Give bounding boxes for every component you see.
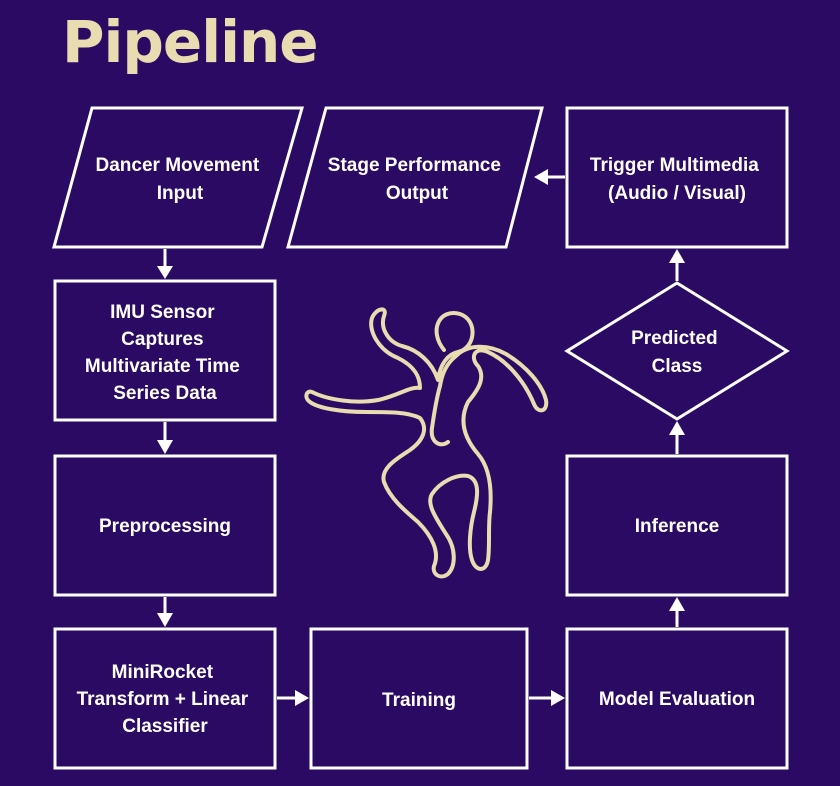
edge-inference-to-predicted xyxy=(669,421,685,454)
node-preprocessing: Preprocessing xyxy=(53,454,277,597)
arrow-head-icon xyxy=(669,249,685,263)
predicted-line-1: Class xyxy=(652,356,703,377)
stage_output-label: Stage Performance Output xyxy=(328,155,506,204)
arrow-head-icon xyxy=(669,421,685,435)
imu-line-1: Captures xyxy=(121,329,203,350)
stage_output-line-0: Stage Performance xyxy=(328,155,501,176)
edge-evaluation-to-inference xyxy=(669,597,685,627)
arrow-head-icon xyxy=(157,613,173,627)
training-shape xyxy=(309,627,529,770)
minirocket-line-2: Classifier xyxy=(122,716,208,737)
training-line-0: Training xyxy=(382,690,456,711)
dancer-figure-icon xyxy=(304,307,549,579)
predicted-label: Predicted Class xyxy=(631,328,723,377)
node-trigger: Trigger Multimedia (Audio / Visual) xyxy=(565,106,789,249)
node-training: Training xyxy=(309,627,529,770)
minirocket-line-1: Transform + Linear xyxy=(77,689,249,710)
stage_output-line-1: Output xyxy=(386,183,449,204)
node-evaluation: Model Evaluation xyxy=(565,627,789,770)
node-predicted: Predicted Class xyxy=(564,281,790,421)
preprocessing-line-0: Preprocessing xyxy=(99,516,231,537)
arrow-head-icon xyxy=(157,440,173,454)
predicted-shape xyxy=(564,281,790,421)
dancer_input-line-1: Input xyxy=(157,183,204,204)
imu-label: IMU Sensor Captures Multivariate Time Se… xyxy=(85,302,245,404)
edge-training-to-evaluation xyxy=(529,690,565,706)
node-dancer_input: Dancer Movement Input xyxy=(52,106,304,249)
dancer_input-line-0: Dancer Movement xyxy=(96,155,260,176)
trigger-label: Trigger Multimedia (Audio / Visual) xyxy=(590,155,764,204)
dancer_input-shape xyxy=(52,106,304,249)
predicted-line-0: Predicted xyxy=(631,328,718,349)
dancer_input-label: Dancer Movement Input xyxy=(96,155,265,204)
node-minirocket: MiniRocket Transform + Linear Classifier xyxy=(53,627,277,770)
inference-shape xyxy=(565,454,789,597)
arrow-head-icon xyxy=(551,690,565,706)
node-stage_output: Stage Performance Output xyxy=(286,106,544,249)
imu-line-2: Multivariate Time xyxy=(85,356,240,377)
training-label: Training xyxy=(382,690,456,711)
edge-minirocket-to-training xyxy=(277,690,309,706)
arrow-head-icon xyxy=(157,266,173,279)
arrow-head-icon xyxy=(295,690,309,706)
preprocessing-shape xyxy=(53,454,277,597)
edge-trigger-to-stage-output xyxy=(534,169,565,185)
arrow-head-icon xyxy=(669,597,685,611)
arrow-head-icon xyxy=(534,169,548,185)
trigger-shape xyxy=(565,106,789,249)
trigger-line-0: Trigger Multimedia xyxy=(590,155,759,176)
trigger-line-1: (Audio / Visual) xyxy=(608,183,746,204)
edge-predicted-to-trigger xyxy=(669,249,685,281)
evaluation-label: Model Evaluation xyxy=(599,689,755,710)
minirocket-label: MiniRocket Transform + Linear Classifier xyxy=(77,662,254,737)
imu-line-3: Series Data xyxy=(113,383,217,404)
node-imu: IMU Sensor Captures Multivariate Time Se… xyxy=(53,279,277,422)
minirocket-line-0: MiniRocket xyxy=(112,662,214,683)
inference-line-0: Inference xyxy=(635,516,719,537)
inference-label: Inference xyxy=(635,516,719,537)
evaluation-line-0: Model Evaluation xyxy=(599,689,755,710)
imu-line-0: IMU Sensor xyxy=(110,302,215,323)
evaluation-shape xyxy=(565,627,789,770)
node-inference: Inference xyxy=(565,454,789,597)
stage_output-shape xyxy=(286,106,544,249)
edge-preprocessing-to-minirocket xyxy=(157,597,173,627)
imu-shape xyxy=(53,279,277,422)
preprocessing-label: Preprocessing xyxy=(99,516,231,537)
edge-dancer-to-imu xyxy=(157,249,173,279)
page-title: Pipeline xyxy=(62,8,319,76)
edge-imu-to-preprocessing xyxy=(157,422,173,454)
minirocket-shape xyxy=(53,627,277,770)
